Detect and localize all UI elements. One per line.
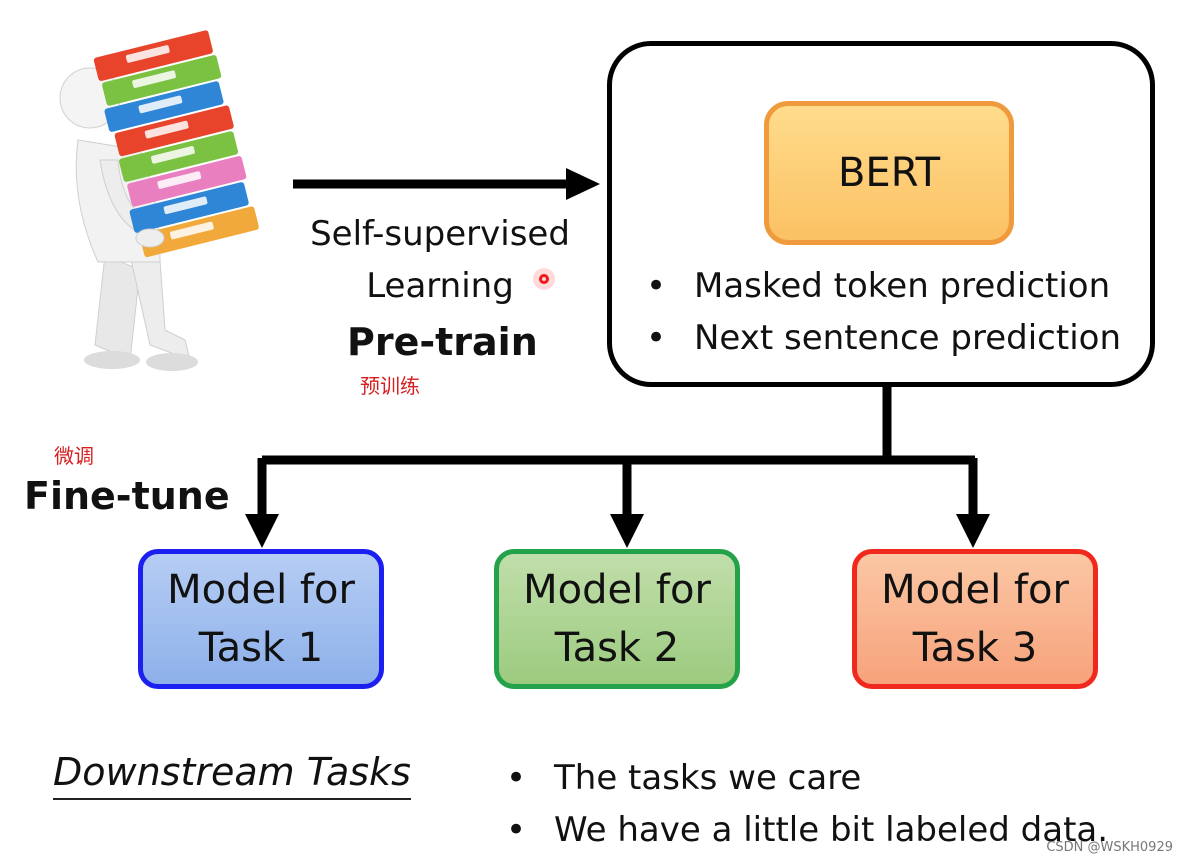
finetune-label-cn: 微调	[54, 444, 94, 468]
task-model-line2: Task 1	[198, 625, 324, 671]
pretrain-arrow	[293, 168, 600, 200]
person-carrying-books-illustration	[59, 30, 259, 371]
laser-pointer-dot	[533, 268, 555, 290]
downstream-note: The tasks we care	[500, 752, 1108, 804]
task-model-line1: Model for	[167, 567, 355, 613]
bert-bullet-list: Masked token prediction Next sentence pr…	[640, 260, 1121, 364]
bert-box: BERT	[764, 101, 1014, 245]
pretrain-label: Pre-train	[347, 320, 538, 364]
task-model-line1: Model for	[523, 567, 711, 613]
downstream-tasks-title: Downstream Tasks	[53, 750, 411, 800]
downstream-note-text: The tasks we care	[554, 758, 862, 798]
pretrain-label-cn: 预训练	[360, 374, 420, 398]
bert-bullet: Next sentence prediction	[640, 312, 1121, 364]
pretrain-caption: Self-supervised Learning	[290, 208, 590, 312]
bert-bullet-text: Next sentence prediction	[694, 318, 1121, 358]
finetune-label: Fine-tune	[24, 474, 230, 518]
task-model-line2: Task 2	[554, 625, 680, 671]
pretrain-caption-line2: Learning	[366, 266, 514, 306]
pretrain-caption-line1: Self-supervised	[310, 214, 570, 254]
task-model-box-1: Model for Task 1	[138, 549, 384, 689]
finetune-arrowheads	[245, 514, 990, 548]
task-model-box-2: Model for Task 2	[494, 549, 740, 689]
bert-bullet-text: Masked token prediction	[694, 266, 1111, 306]
task-model-line2: Task 3	[912, 625, 1038, 671]
bert-bullet: Masked token prediction	[640, 260, 1121, 312]
task-model-box-3: Model for Task 3	[852, 549, 1098, 689]
downstream-note: We have a little bit labeled data.	[500, 804, 1108, 856]
downstream-notes-list: The tasks we care We have a little bit l…	[500, 752, 1108, 856]
watermark: CSDN @WSKH0929	[1046, 840, 1173, 855]
finetune-connector-arrows	[257, 387, 978, 518]
task-model-line1: Model for	[881, 567, 1069, 613]
downstream-note-text: We have a little bit labeled data.	[554, 810, 1109, 850]
